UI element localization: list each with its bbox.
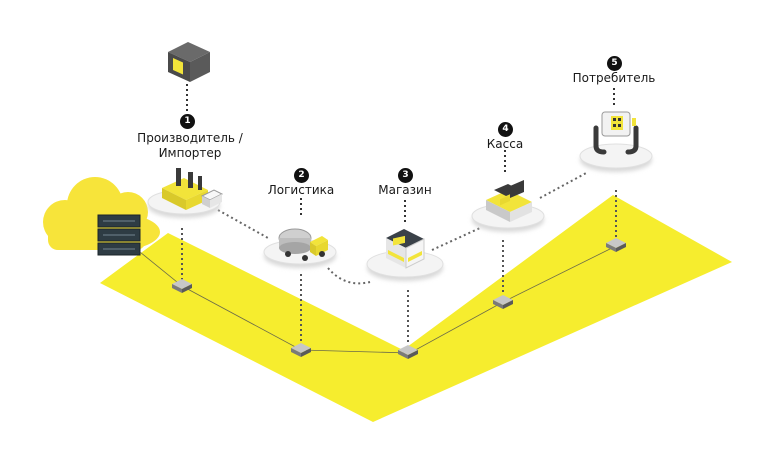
box-with-qr-icon — [168, 42, 210, 82]
yellow-platform — [100, 195, 732, 422]
step-5-number: 5 — [607, 56, 622, 71]
platform-nodes — [172, 238, 626, 359]
store-icon — [386, 229, 425, 269]
step-1-label-line-1: Производитель / — [137, 131, 243, 145]
step-5-label: Потребитель — [572, 71, 656, 85]
cloud-server-icon — [43, 177, 160, 256]
platform-node — [493, 295, 513, 309]
step-3-label: Магазин — [378, 183, 432, 197]
disc-consumer — [579, 143, 653, 172]
vertical-connectors — [181, 190, 617, 345]
platform-node — [172, 279, 192, 293]
platform-node — [606, 238, 626, 252]
phone-scan-icon — [593, 111, 639, 155]
step-1-label-line-2: Импортер — [158, 146, 222, 160]
cash-register-icon — [486, 180, 532, 222]
step-4-label: Касса — [486, 137, 524, 151]
truck-icon — [278, 228, 328, 261]
factory-icon — [162, 168, 224, 210]
platform-node — [291, 343, 311, 357]
step-1-number: 1 — [180, 114, 195, 129]
network-line — [139, 245, 617, 354]
step-3-number: 3 — [398, 168, 413, 183]
label-connectors — [300, 88, 615, 224]
step-2-number: 2 — [294, 168, 309, 183]
platform-node — [398, 345, 418, 359]
step-2-label: Логистика — [267, 183, 335, 197]
chain-connectors — [217, 171, 589, 285]
step-4-number: 4 — [498, 122, 513, 137]
